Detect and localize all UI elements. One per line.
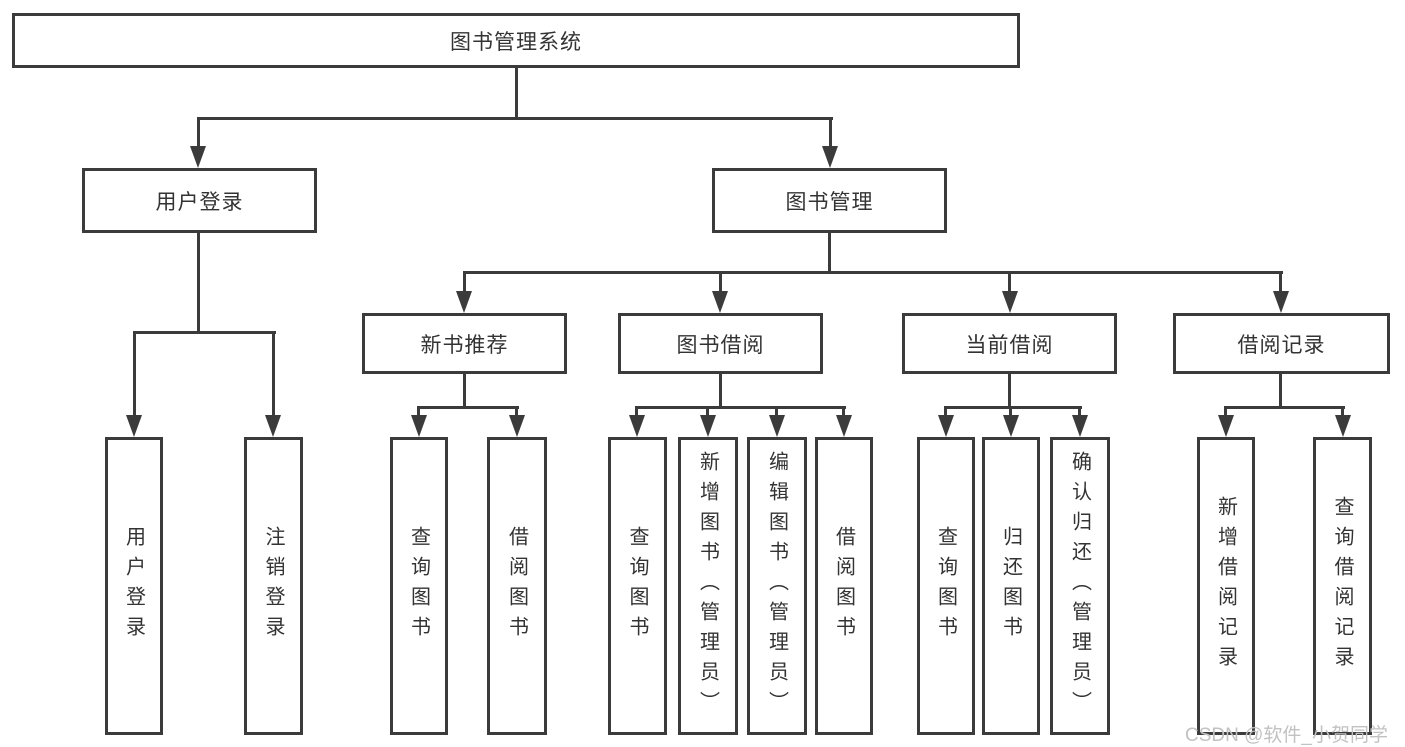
connector-book-mgmt-stub xyxy=(828,233,831,273)
node-root: 图书管理系统 xyxy=(12,13,1020,68)
node-book-borrow: 图书借阅 xyxy=(618,313,823,374)
node-borrow-records: 借阅记录 xyxy=(1173,313,1390,374)
connector-book-mgmt-drop xyxy=(829,117,832,148)
connector-level2-rail xyxy=(197,117,833,120)
connector-drop xyxy=(1008,271,1011,293)
arrow-down-icon xyxy=(1002,291,1018,313)
leaf-query-books: 查询图书 xyxy=(917,437,975,735)
connector-drop xyxy=(515,406,518,418)
connector-drop xyxy=(635,406,638,418)
leaf-add-books-admin: 新增图书（管理员） xyxy=(678,437,738,735)
leaf-query-borrow-record: 查询借阅记录 xyxy=(1313,437,1372,735)
connector-drop xyxy=(463,271,466,293)
connector-drop xyxy=(1224,406,1227,418)
connector-drop xyxy=(719,271,722,293)
arrow-down-icon xyxy=(1072,415,1088,437)
connector-drop xyxy=(1279,271,1282,293)
arrow-down-icon xyxy=(1218,415,1234,437)
leaf-return-books: 归还图书 xyxy=(982,437,1040,735)
connector-stub xyxy=(1008,374,1011,408)
csdn-watermark: CSDN @软件_小贺同学 xyxy=(1185,725,1388,746)
leaf-label: 新增图书（管理员） xyxy=(696,451,719,721)
connector-drop xyxy=(272,331,275,417)
leaf-borrow-books: 借阅图书 xyxy=(487,437,547,735)
connector-level3-rail xyxy=(463,271,1283,274)
connector-drop xyxy=(1078,406,1081,418)
arrow-down-icon xyxy=(629,415,645,437)
arrow-down-icon xyxy=(126,415,142,437)
arrow-down-icon xyxy=(411,415,427,437)
arrow-down-icon xyxy=(712,291,728,313)
leaf-label: 查询图书 xyxy=(626,526,648,646)
connector-user-login-rail xyxy=(133,331,276,334)
leaf-label: 确认归还（管理员） xyxy=(1068,451,1091,721)
arrow-down-icon xyxy=(938,415,954,437)
arrow-down-icon xyxy=(190,146,206,168)
connector-drop xyxy=(944,406,947,418)
leaf-edit-books-admin: 编辑图书（管理员） xyxy=(747,437,807,735)
connector-drop xyxy=(1341,406,1344,418)
arrow-down-icon xyxy=(700,415,716,437)
connector-stub xyxy=(719,374,722,408)
leaf-borrow-books: 借阅图书 xyxy=(815,437,873,735)
leaf-add-borrow-record: 新增借阅记录 xyxy=(1197,437,1255,735)
arrow-down-icon xyxy=(265,415,281,437)
arrow-down-icon xyxy=(456,291,472,313)
leaf-label: 注销登录 xyxy=(262,526,284,646)
leaf-label: 查询图书 xyxy=(407,526,430,646)
connector-rail xyxy=(635,406,846,409)
connector-stub xyxy=(1279,374,1282,408)
leaf-user-login: 用户登录 xyxy=(105,437,163,735)
leaf-label: 编辑图书（管理员） xyxy=(765,451,788,721)
leaf-query-books: 查询图书 xyxy=(390,437,448,735)
connector-drop xyxy=(133,331,136,417)
node-new-book-recommend: 新书推荐 xyxy=(362,313,567,374)
connector-drop xyxy=(842,406,845,418)
arrow-down-icon xyxy=(1273,291,1289,313)
leaf-label: 用户登录 xyxy=(122,526,145,646)
connector-rail xyxy=(1224,406,1345,409)
leaf-query-books: 查询图书 xyxy=(608,437,667,735)
arrow-down-icon xyxy=(1003,415,1019,437)
leaf-label: 查询图书 xyxy=(934,526,957,646)
connector-user-login-drop xyxy=(197,117,200,148)
connector-stub xyxy=(463,374,466,408)
connector-root-stub xyxy=(515,68,518,120)
leaf-confirm-return-admin: 确认归还（管理员） xyxy=(1050,437,1110,735)
connector-rail xyxy=(944,406,1082,409)
arrow-down-icon xyxy=(769,415,785,437)
leaf-label: 借阅图书 xyxy=(832,526,855,646)
connector-drop xyxy=(775,406,778,418)
leaf-label: 新增借阅记录 xyxy=(1214,496,1237,676)
node-user-login: 用户登录 xyxy=(82,168,317,233)
leaf-logout: 注销登录 xyxy=(244,437,303,735)
leaf-label: 借阅图书 xyxy=(505,526,528,646)
arrow-down-icon xyxy=(836,415,852,437)
arrow-down-icon xyxy=(509,415,525,437)
node-current-borrow: 当前借阅 xyxy=(902,313,1117,374)
connector-drop xyxy=(417,406,420,418)
node-book-management: 图书管理 xyxy=(712,168,947,233)
connector-drop xyxy=(1009,406,1012,418)
connector-rail xyxy=(417,406,519,409)
connector-user-login-stub xyxy=(197,233,200,334)
arrow-down-icon xyxy=(1335,415,1351,437)
arrow-down-icon xyxy=(822,146,838,168)
connector-drop xyxy=(706,406,709,418)
leaf-label: 查询借阅记录 xyxy=(1331,496,1353,676)
leaf-label: 归还图书 xyxy=(999,526,1022,646)
